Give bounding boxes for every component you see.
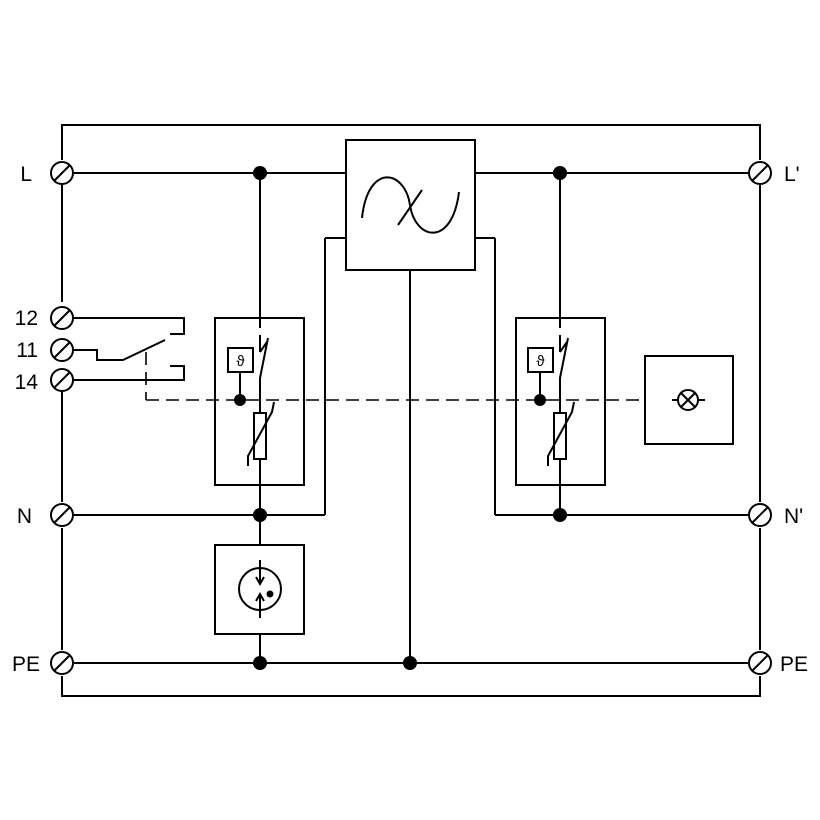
terminal-screw-icon xyxy=(50,651,74,675)
terminal-label-14: 14 xyxy=(15,371,39,394)
terminal-label-l: L xyxy=(20,163,32,186)
ac-filter-block xyxy=(345,139,476,271)
terminal-label-l-prime: L' xyxy=(784,163,800,186)
terminal-label-12: 12 xyxy=(15,307,38,330)
sine-wave-icon xyxy=(361,176,460,234)
thermal-symbol: ϑ xyxy=(536,353,545,370)
terminal-label-11: 11 xyxy=(16,339,38,362)
thermal-symbol: ϑ xyxy=(236,353,245,370)
terminal-label-pe-right: PE xyxy=(780,653,808,676)
protection-module-right: ϑ xyxy=(515,317,606,486)
terminal-screw-icon xyxy=(50,503,74,527)
junction-dot xyxy=(534,394,546,406)
terminal-label-n: N xyxy=(17,505,32,528)
terminal-screw-icon xyxy=(748,503,772,527)
spark-gap-module xyxy=(214,544,305,635)
terminal-screw-icon xyxy=(50,306,74,330)
protective-earth-bus xyxy=(74,270,748,670)
terminal-screw-icon xyxy=(50,161,74,185)
terminal-symbols xyxy=(50,161,772,675)
status-indicator-lamp xyxy=(644,355,734,445)
sine-slash xyxy=(397,189,423,226)
terminal-label-pe-left: PE xyxy=(12,653,40,676)
remote-signal-contact xyxy=(74,317,185,400)
thermal-disconnector-box xyxy=(527,347,554,373)
terminal-screw-icon xyxy=(748,161,772,185)
terminal-screw-icon xyxy=(748,651,772,675)
housing-outline xyxy=(61,124,761,697)
terminal-screw-icon xyxy=(50,338,74,362)
terminal-screw-icon xyxy=(50,368,74,392)
junction-dot xyxy=(403,656,417,670)
protection-module-left: ϑ xyxy=(214,317,305,486)
terminal-label-n-prime: N' xyxy=(784,505,803,528)
junction-dot xyxy=(234,394,246,406)
